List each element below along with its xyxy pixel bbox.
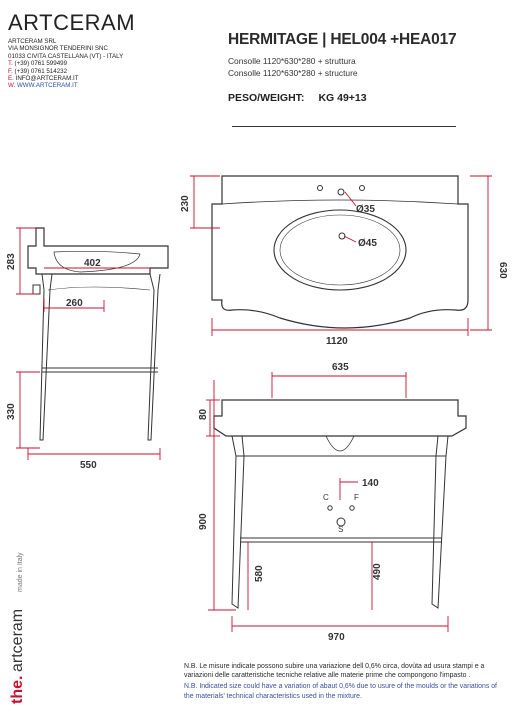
fax-label: F. <box>8 67 13 75</box>
label-hot: F <box>354 493 359 502</box>
fax-value: (+39) 0761 514232 <box>14 67 68 75</box>
dim-plan-hole-small: Ø35 <box>356 204 375 215</box>
web-label: W. <box>8 82 16 90</box>
dim-plan-hole-large: Ø45 <box>358 238 377 249</box>
dim-top-left-height: 283 <box>6 253 17 270</box>
dim-front-basin-width: 635 <box>332 362 349 373</box>
brand-logo: ARTCERAM <box>8 10 136 35</box>
dim-top-basin-width: 402 <box>84 258 101 269</box>
label-cold: C <box>323 493 329 502</box>
weight-value: KG 49+13 <box>318 92 367 104</box>
vertical-brand-mark: the. artceram made in Italy <box>9 552 26 704</box>
front-view <box>213 399 467 609</box>
subtitle-italian: Consolle 1120*630*280 + struttura <box>228 56 356 66</box>
dim-side-inner: 260 <box>66 298 83 309</box>
company-info: ARTCERAM SRL VIA MONSIGNOR TENDERINI SNC… <box>8 38 123 90</box>
email-value[interactable]: INFO@ARTCERAM.IT <box>15 75 79 83</box>
dim-side-lower: 330 <box>6 403 17 420</box>
brand-name: artceram <box>9 609 26 672</box>
header-divider <box>232 126 456 127</box>
dim-front-left-height: 580 <box>254 565 265 582</box>
note-italian: N.B. Le misure indicate possono subire u… <box>184 663 485 680</box>
dim-front-right-height: 490 <box>372 563 383 580</box>
dim-front-width: 970 <box>328 632 345 643</box>
company-web: W. WWW.ARTCERAM.IT <box>8 82 123 89</box>
product-title: HERMITAGE | HEL004 +HEA017 <box>228 31 457 48</box>
web-link[interactable]: WWW.ARTCERAM.IT <box>16 82 78 90</box>
weight-line: PESO/WEIGHT: KG 49+13 <box>228 92 367 104</box>
company-city: 01033 CIVITA CASTELLANA (VT) - ITALY <box>8 52 124 60</box>
notes-block: N.B. Le misure indicate possono subire u… <box>184 662 504 701</box>
dim-plan-depth: 630 <box>497 262 508 279</box>
phone-value: (+39) 0761 599499 <box>14 60 68 68</box>
brand-tagline: made in Italy <box>17 552 24 592</box>
dim-front-total-height: 900 <box>198 513 209 530</box>
label-drain: S <box>338 525 343 534</box>
plan-view <box>211 175 469 329</box>
company-fax: F. (+39) 0761 514232 <box>8 68 123 75</box>
dim-side-depth: 550 <box>80 460 97 471</box>
dimension-lines <box>16 175 492 632</box>
note-english: N.B. Indicated size could have a variati… <box>184 683 497 700</box>
subtitle-english: Consolle 1120*630*280 + structure <box>228 68 358 78</box>
email-label: E. <box>8 75 14 83</box>
weight-label: PESO/WEIGHT: <box>228 92 305 104</box>
dim-front-top-height: 80 <box>198 408 209 420</box>
company-name: ARTCERAM SRL <box>8 38 57 45</box>
phone-label: T. <box>8 60 13 68</box>
brand-prefix: the. <box>9 676 26 704</box>
company-phone: T. (+39) 0761 599499 <box>8 60 123 67</box>
company-email: E. INFO@ARTCERAM.IT <box>8 75 123 82</box>
dim-plan-width: 1120 <box>326 336 348 347</box>
dim-front-tap-offset: 140 <box>362 478 379 489</box>
company-street: VIA MONSIGNOR TENDERINI SNC <box>8 45 108 53</box>
dim-plan-back-height: 230 <box>180 195 191 212</box>
